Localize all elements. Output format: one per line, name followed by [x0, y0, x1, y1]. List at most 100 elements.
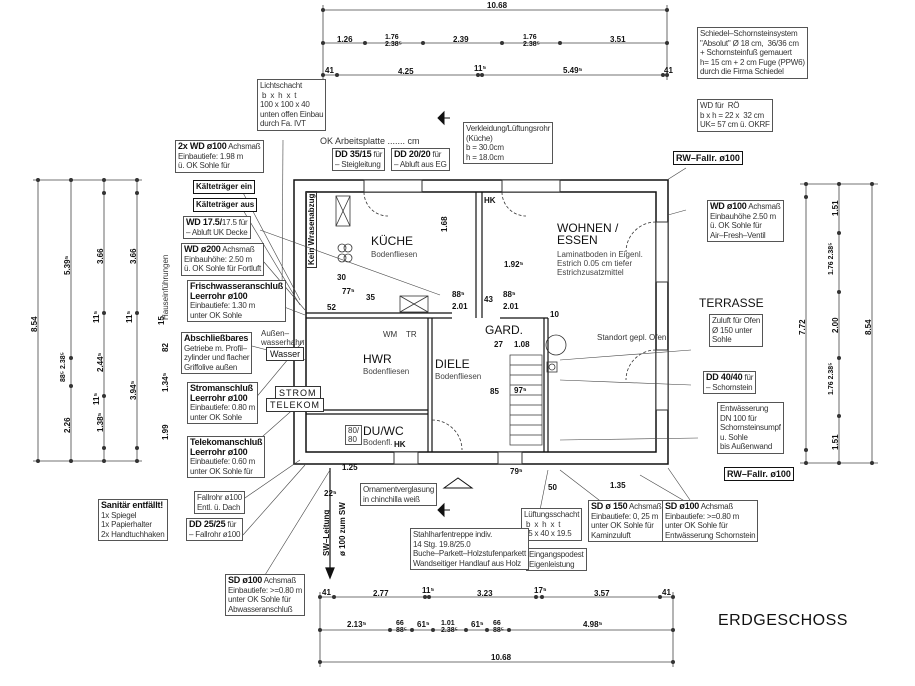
dim-right-c2-1: 1.51	[831, 200, 840, 216]
note-dd-40-40-text: für – Schornstein	[706, 373, 754, 392]
note-frischwasser-title: Frischwasseranschluß Leerrohr ø100	[190, 281, 284, 301]
tag-kaeltetraeger-ein: Kälteträger ein	[193, 180, 256, 194]
dim-bottom-r2-5: 61⁵	[471, 620, 484, 629]
room-wohnen-floor: Laminatboden in Eigenl. Estrich 0.05 cm …	[557, 250, 643, 277]
dim-left-c5-4: 1.99	[161, 424, 170, 440]
note-dd-25-25-title: DD 25/25	[189, 519, 226, 529]
dim-int-10: 10	[550, 310, 559, 319]
dim-top-total: 10.68	[487, 1, 508, 10]
dim-left-c4-3: 11⁵	[125, 310, 134, 323]
dim-top-5: 3.51	[610, 35, 626, 44]
note-wd-100-right-text: Achsmaß Einbauhöhe 2.50 m ü. OK Sohle fü…	[710, 202, 781, 240]
room-kueche: KÜCHE	[371, 234, 414, 248]
tr-label: TR	[406, 330, 417, 339]
room-kueche-floor: Bodenfliesen	[371, 250, 418, 259]
note-wd-2x100-title: 2x WD ø100	[178, 141, 227, 151]
dim-int-47: 50	[548, 483, 557, 492]
dim-top-4: 1.76 2.38⁵	[523, 34, 540, 48]
exterior-walls	[293, 179, 669, 465]
dim-top-r3-4: 5.49⁵	[563, 66, 583, 75]
note-lichtschacht: Lichtschacht b x h x t 100 x 100 x 40 un…	[257, 79, 327, 131]
sw-100-label: ø 100 zum SW	[338, 502, 347, 556]
note-dd-20-20-title: DD 20/20	[394, 149, 431, 159]
dim-left-c5-2: 82	[161, 343, 170, 352]
room-hwr: HWR	[363, 352, 392, 366]
sw-arrow	[325, 468, 335, 580]
dim-left-c3-6: 1.38⁵	[96, 412, 105, 432]
note-dd-40-40: DD 40/40 für – Schornstein	[703, 371, 757, 394]
dim-bottom-r1-2: 2.77	[373, 589, 389, 598]
dim-left-total: 8.54	[30, 316, 39, 332]
dim-int-1925: 1.92⁵	[504, 260, 524, 269]
drawing-title: ERDGESCHOSS	[718, 612, 848, 629]
dim-bottom-r2-6: 66 88⁵	[493, 620, 505, 634]
note-fallrohr: Fallrohr ø100 Entl. ü. Dach	[194, 491, 245, 514]
windows	[363, 179, 669, 465]
note-ornament: Ornamentverglasung in chinchilla weiß	[360, 483, 438, 506]
dim-bottom-total: 10.68	[491, 653, 512, 662]
room-duwc: DU/WC	[363, 424, 404, 438]
room-terrasse: TERRASSE	[699, 296, 764, 310]
note-frischwasser: Frischwasseranschluß Leerrohr ø100 Einba…	[187, 280, 287, 322]
dim-left-c2-3: 2.26	[63, 417, 72, 433]
note-dd-25-25-text: für – Fallrohr ø100	[189, 520, 241, 539]
dim-bottom-r2-4: 1.01 2.38⁵	[441, 620, 458, 634]
tag-rw-fallrohr-top: RW–Fallr. ø100	[673, 151, 743, 165]
note-sd-150-title: SD ø 150	[591, 501, 628, 511]
note-wd-100-right: WD ø100 Achsmaß Einbauhöhe 2.50 m ü. OK …	[707, 200, 784, 242]
note-entwaesserung: Entwässerung DN 100 für Schornsteinsumpf…	[717, 402, 784, 454]
note-dd-20-20: DD 20/20 für – Abluft aus EG	[391, 148, 450, 171]
dim-int-168: 1.68	[440, 216, 449, 232]
note-dd-20-20-text: für – Abluft aus EG	[394, 150, 447, 169]
note-telekomanschluss: Telekomanschluß Leerrohr ø100 Einbautief…	[187, 436, 266, 478]
note-zuluft-ofen: Zuluft für Ofen Ø 150 unter Sohle	[709, 314, 764, 347]
dim-int-52: 52	[327, 303, 336, 312]
dimension-ticks	[36, 8, 874, 664]
interior-walls	[306, 192, 549, 452]
note-dd-35-15-text: für – Steigleitung	[335, 150, 383, 169]
dim-left-c2-2: 88⁵ 2.38⁵	[60, 352, 67, 382]
dim-right-c2-4: 1.76 2.38⁵	[828, 362, 835, 395]
tag-telekom: TELEKOM	[266, 398, 325, 412]
note-stromanschluss: Stromanschluß Leerrohr ø100 Einbautiefe:…	[187, 382, 259, 424]
note-stromanschluss-title: Stromanschluß Leerrohr ø100	[190, 383, 253, 403]
dim-int-108: 1.08	[514, 340, 530, 349]
dim-left-c3-4: 2.44⁵	[96, 352, 105, 372]
note-sanitaer: Sanitär entfällt! 1x Spiegel 1x Papierha…	[98, 499, 168, 541]
room-diele: DIELE	[435, 357, 470, 371]
room-diele-floor: Bodenfliesen	[435, 372, 482, 381]
note-abschliessbar-title: Abschließbares	[184, 333, 249, 343]
dim-left-c4-4: 3.94⁵	[129, 380, 138, 400]
note-dd-40-40-title: DD 40/40	[706, 372, 743, 382]
note-wd-2x100: 2x WD ø100 Achsmaß Einbautiefe: 1.98 m ü…	[175, 140, 264, 173]
dim-right-c2-5: 1.51	[831, 434, 840, 450]
dim-int-201-b: 2.01	[503, 302, 519, 311]
dim-int-35: 35	[366, 293, 375, 302]
sw-leitung-label: SW–Leitung	[322, 509, 331, 556]
room-wohnen: WOHNEN / ESSEN	[557, 221, 619, 247]
note-sd-150-text: Achsmaß Einbautiefe: 0, 25 m unter OK So…	[591, 502, 662, 540]
kein-wrasenabzug-label: Kein Wrasenabzug	[306, 190, 317, 268]
dim-bottom-r2-1: 2.13⁵	[347, 620, 367, 629]
note-sd-100-right-text: Achsmaß Einbautiefe: >=0.80 m unter OK S…	[665, 502, 756, 540]
note-eingangspodest: Eingangspodest Eigenleistung	[526, 548, 587, 571]
dim-right-c1-2: 7.72	[798, 319, 807, 335]
dim-left-c3-5: 11⁵	[92, 392, 101, 405]
room-gard: GARD.	[485, 323, 524, 337]
door-swings	[363, 191, 657, 451]
shower-size: 80/ 80	[345, 425, 363, 445]
dimension-lines	[33, 5, 878, 667]
dim-top-3: 2.39	[453, 35, 469, 44]
note-sd-100-right: SD ø100 Achsmaß Einbautiefe: >=0.80 m un…	[662, 500, 759, 542]
wm-label: WM	[383, 330, 398, 339]
dim-left-c3-3: 11⁵	[92, 310, 101, 323]
dim-bottom-r2-2: 66 88⁵	[396, 620, 408, 634]
dim-bottom-r1-4: 3.23	[477, 589, 493, 598]
dim-int-795: 1.25	[342, 463, 358, 472]
dim-int-50: 22⁵	[324, 489, 337, 498]
note-sd-100-right-title: SD ø100	[665, 501, 700, 511]
dim-left-c4-2: 3.66	[129, 248, 138, 264]
dim-bottom-r1-3: 11⁵	[422, 586, 435, 595]
note-dd-35-15: DD 35/15 für – Steigleitung	[332, 148, 386, 171]
